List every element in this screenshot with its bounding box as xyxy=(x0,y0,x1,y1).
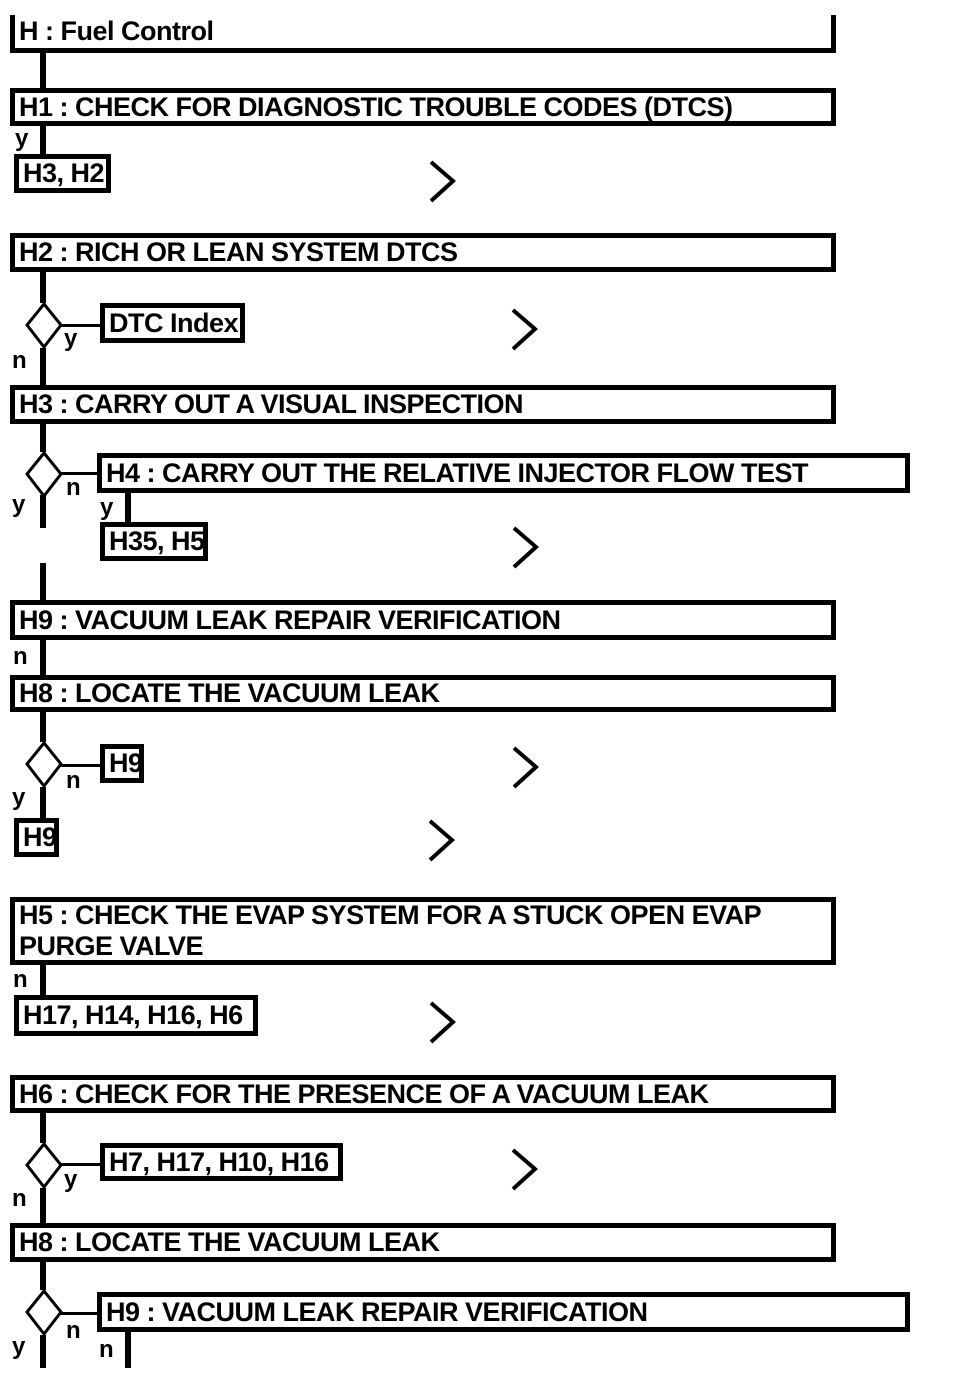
node-dtc-index-ref: DTC Index xyxy=(100,303,245,343)
node-label: H1 : CHECK FOR DIAGNOSTIC TROUBLE CODES … xyxy=(19,91,733,122)
connector-line xyxy=(40,1262,46,1290)
connector-line xyxy=(40,1335,46,1368)
connector-line xyxy=(40,1113,46,1143)
node-label: H17, H14, H16, H6 xyxy=(23,1000,243,1030)
node-h1: H1 : CHECK FOR DIAGNOSTIC TROUBLE CODES … xyxy=(10,88,836,126)
decision-diamond xyxy=(25,302,63,349)
connector-line xyxy=(60,472,99,475)
branch-label-yes: y xyxy=(64,325,78,352)
connector-line xyxy=(40,712,46,742)
branch-label-no: n xyxy=(13,643,28,670)
node-label: H8 : LOCATE THE VACUUM LEAK xyxy=(19,1227,440,1257)
connector-line xyxy=(40,640,46,675)
branch-label-yes: y xyxy=(15,125,29,152)
decision-diamond xyxy=(25,1289,63,1336)
node-label: H9 xyxy=(109,748,143,778)
decision-diamond xyxy=(25,451,63,498)
node-label: DTC Index xyxy=(109,307,239,338)
node-label-line2: PURGE VALVE xyxy=(19,931,204,961)
node-h9-bottom: H9 : VACUUM LEAK REPAIR VERIFICATION xyxy=(97,1292,910,1332)
continuation-chevron-icon xyxy=(512,526,539,569)
node-label: H3, H2 xyxy=(23,158,105,188)
node-label: H7, H17, H10, H16 xyxy=(109,1146,329,1177)
continuation-chevron-icon xyxy=(512,746,539,789)
continuation-chevron-icon xyxy=(429,1001,456,1044)
connector-line xyxy=(40,1188,46,1223)
connector-line xyxy=(60,764,102,767)
node-h4-yes-ref: H35, H5 xyxy=(100,522,208,561)
node-h9-first: H9 : VACUUM LEAK REPAIR VERIFICATION xyxy=(10,600,836,640)
connector-line xyxy=(60,1312,99,1315)
branch-label-no: n xyxy=(99,1336,114,1363)
connector-line xyxy=(40,126,46,154)
branch-label-no: n xyxy=(12,347,27,374)
connector-line xyxy=(125,493,131,522)
node-h1-yes-ref: H3, H2 xyxy=(14,154,111,193)
node-label: H8 : LOCATE THE VACUUM LEAK xyxy=(19,678,440,708)
branch-label-no: n xyxy=(13,966,28,993)
node-h3: H3 : CARRY OUT A VISUAL INSPECTION xyxy=(10,385,836,424)
connector-line xyxy=(60,1163,102,1166)
node-label: H : Fuel Control xyxy=(19,16,214,46)
branch-label-no: n xyxy=(12,1185,27,1212)
branch-label-yes: y xyxy=(64,1166,78,1193)
node-h-fuel-control: H : Fuel Control xyxy=(10,15,836,53)
connector-line xyxy=(125,1332,131,1368)
node-label: H2 : RICH OR LEAN SYSTEM DTCS xyxy=(19,237,458,267)
connector-line xyxy=(40,424,46,452)
branch-label-yes: y xyxy=(12,784,26,811)
node-h8-no-ref: H9 xyxy=(100,744,144,783)
connector-line xyxy=(40,965,46,995)
node-label: H6 : CHECK FOR THE PRESENCE OF A VACUUM … xyxy=(19,1078,709,1109)
decision-diamond xyxy=(25,741,63,788)
node-label: H9 : VACUUM LEAK REPAIR VERIFICATION xyxy=(19,604,561,635)
branch-label-yes: y xyxy=(100,494,114,521)
decision-diamond xyxy=(25,1142,63,1189)
connector-line xyxy=(40,348,46,385)
connector-line xyxy=(40,495,46,528)
node-h6: H6 : CHECK FOR THE PRESENCE OF A VACUUM … xyxy=(10,1075,836,1113)
node-h2: H2 : RICH OR LEAN SYSTEM DTCS xyxy=(10,233,836,272)
branch-label-no: n xyxy=(66,474,81,501)
branch-label-no: n xyxy=(66,767,81,794)
node-h4: H4 : CARRY OUT THE RELATIVE INJECTOR FLO… xyxy=(97,453,910,493)
node-h5: H5 : CHECK THE EVAP SYSTEM FOR A STUCK O… xyxy=(10,897,836,965)
node-label: H9 xyxy=(23,822,57,852)
branch-label-yes: y xyxy=(12,1333,26,1360)
branch-label-yes: y xyxy=(12,491,26,518)
node-label: H4 : CARRY OUT THE RELATIVE INJECTOR FLO… xyxy=(106,457,809,488)
connector-line xyxy=(40,787,46,818)
node-h6-yes-ref: H7, H17, H10, H16 xyxy=(100,1143,343,1181)
continuation-chevron-icon xyxy=(511,1148,538,1191)
continuation-chevron-icon xyxy=(511,308,538,351)
connector-line xyxy=(40,53,46,88)
connector-line xyxy=(40,272,46,303)
node-h5-no-ref: H17, H14, H16, H6 xyxy=(14,995,258,1036)
continuation-chevron-icon xyxy=(429,160,456,203)
node-h8-first: H8 : LOCATE THE VACUUM LEAK xyxy=(10,675,836,712)
node-h8-yes-ref: H9 xyxy=(14,818,59,857)
branch-label-no: n xyxy=(66,1317,81,1344)
connector-line xyxy=(40,563,46,600)
node-h8-second: H8 : LOCATE THE VACUUM LEAK xyxy=(10,1223,836,1262)
node-label: H3 : CARRY OUT A VISUAL INSPECTION xyxy=(19,389,524,419)
node-label-line1: H5 : CHECK THE EVAP SYSTEM FOR A STUCK O… xyxy=(19,900,762,930)
connector-line xyxy=(60,324,102,327)
continuation-chevron-icon xyxy=(428,819,455,862)
node-label: H35, H5 xyxy=(109,526,205,556)
node-label: H9 : VACUUM LEAK REPAIR VERIFICATION xyxy=(106,1296,648,1327)
